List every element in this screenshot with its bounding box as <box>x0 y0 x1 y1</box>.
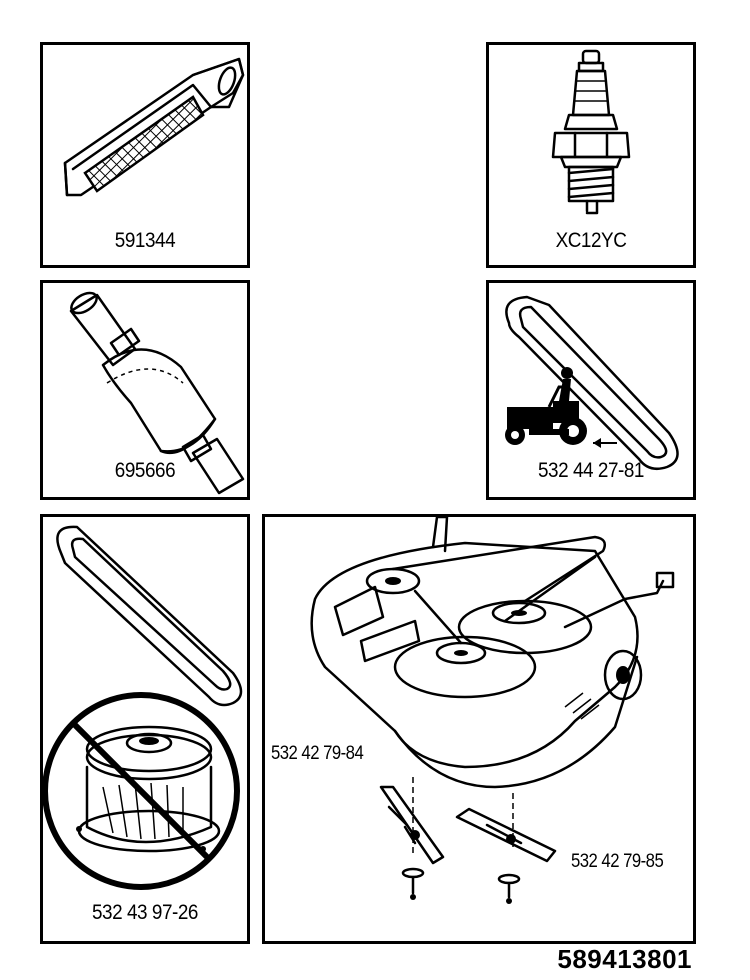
deck-belt-pulley-illustration <box>43 525 243 890</box>
blade-left-part-number: 532 42 79-84 <box>271 743 364 764</box>
drive-belt-part-number: 532 44 27-81 <box>537 459 645 482</box>
tractor-icon <box>505 367 587 445</box>
panel-deck-belt-pulley: 532 43 97-26 <box>40 514 250 944</box>
document-number: 589413801 <box>557 944 692 974</box>
panel-air-filter: 591344 <box>40 42 250 268</box>
panel-drive-belt: 532 44 27-81 <box>486 280 696 500</box>
fuel-filter-illustration <box>69 291 245 495</box>
panel-fuel-filter: 695666 <box>40 280 250 500</box>
mower-deck-illustration <box>310 517 675 904</box>
air-filter-part-number: 591344 <box>114 229 176 252</box>
panel-spark-plug: XC12YC <box>486 42 696 268</box>
air-filter-illustration <box>63 57 245 197</box>
spark-plug-illustration <box>551 49 631 215</box>
blade-right-part-number: 532 42 79-85 <box>571 851 664 872</box>
deck-belt-part-number: 532 43 97-26 <box>91 901 199 924</box>
drive-belt-illustration <box>505 295 679 470</box>
fuel-filter-part-number: 695666 <box>114 459 176 482</box>
spark-plug-part-number: XC12YC <box>555 229 627 252</box>
panel-mower-deck: 532 42 79-84 532 42 79-85 <box>262 514 696 944</box>
